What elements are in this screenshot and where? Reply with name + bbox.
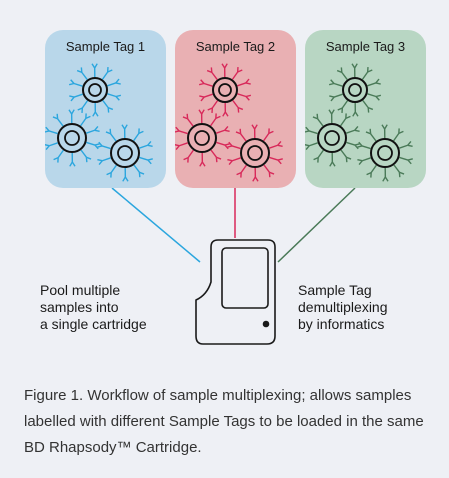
demultiplexing-line: demultiplexing	[298, 299, 388, 315]
cartridge-device-icon	[195, 239, 276, 345]
tagged-cell-icon	[68, 63, 122, 117]
tagged-cells-icon	[45, 63, 153, 182]
demultiplexing-line: Sample Tag	[298, 282, 372, 298]
connector-line-tag-1	[111, 187, 201, 263]
pool-samples-line: samples into	[40, 299, 119, 315]
sample-tag-3-title: Sample Tag 3	[325, 39, 406, 54]
tagged-cell-icon	[357, 124, 413, 182]
tagged-cell-icon	[198, 63, 252, 117]
tagged-cell-icon	[305, 109, 360, 167]
tagged-cells-icon	[305, 63, 413, 182]
tagged-cell-icon	[227, 124, 283, 182]
sample-tag-2-panel: Sample Tag 2	[175, 30, 296, 188]
tagged-cell-icon	[45, 109, 100, 167]
sample-tag-3-panel: Sample Tag 3	[305, 30, 426, 188]
pool-samples-text: Pool multiple samples into a single cart…	[40, 282, 147, 333]
demultiplexing-text: Sample Tag demultiplexing by informatics	[298, 282, 388, 333]
tagged-cell-icon	[97, 124, 153, 182]
figure-caption: Figure 1. Workflow of sample multiplexin…	[24, 387, 424, 456]
sample-tag-1-panel: Sample Tag 1	[45, 30, 166, 188]
connector-line-tag-3	[277, 187, 356, 263]
tagged-cells-icon	[175, 63, 283, 182]
demultiplexing-line: by informatics	[298, 316, 385, 332]
sample-tag-1-title: Sample Tag 1	[65, 39, 146, 54]
tagged-cell-icon	[328, 63, 382, 117]
pool-samples-line: Pool multiple	[40, 282, 121, 298]
pool-samples-line: a single cartridge	[40, 316, 147, 332]
sample-tag-2-title: Sample Tag 2	[195, 39, 276, 54]
tagged-cell-icon	[175, 109, 230, 167]
